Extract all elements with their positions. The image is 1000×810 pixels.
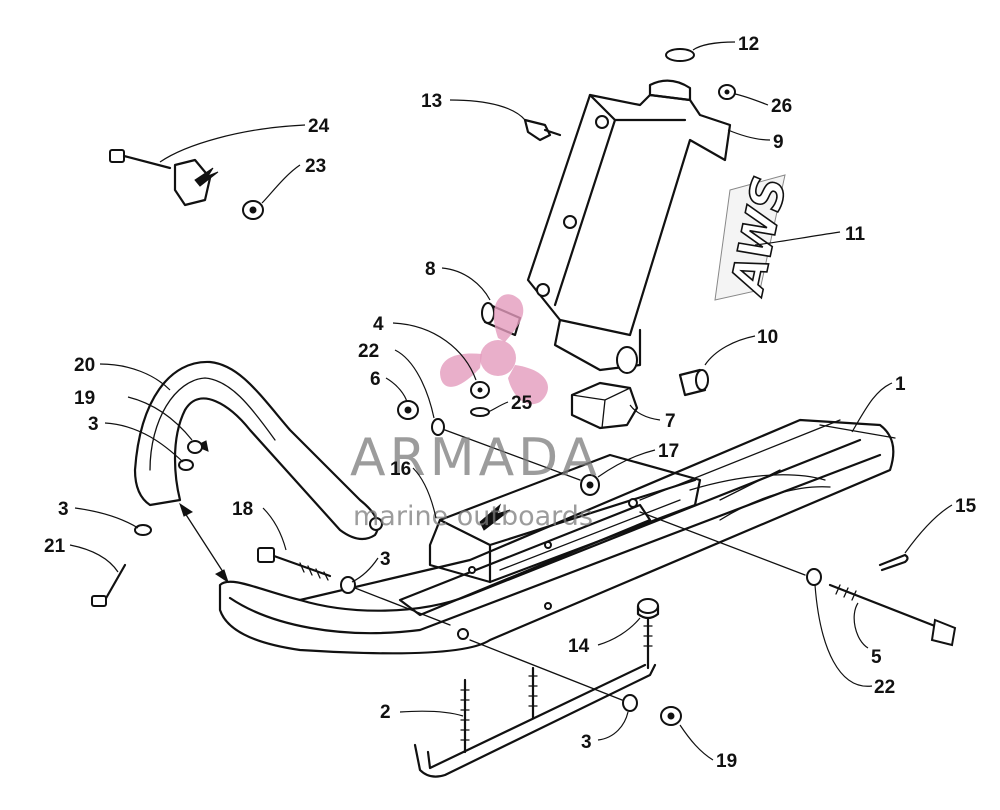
leader-lines (69, 41, 953, 761)
nut-19-bottom (660, 706, 682, 726)
callout-11: 11 (845, 224, 866, 245)
propeller-icon (440, 294, 548, 405)
callout-4: 4 (373, 314, 384, 335)
watermark-brand: ARMADA (350, 428, 601, 488)
callout-3: 3 (380, 549, 391, 570)
callout-14: 14 (568, 636, 590, 657)
locknut-23 (242, 200, 264, 220)
watermark-tagline: marine outboards (353, 501, 593, 532)
cap (665, 48, 695, 62)
ski-body (218, 418, 896, 655)
grease-fitting (523, 118, 562, 142)
bumper-block (570, 381, 639, 430)
callout-8: 8 (425, 259, 436, 280)
callout-26: 26 (771, 96, 792, 117)
callout-16: 16 (390, 459, 411, 480)
washer-3-bottom (622, 694, 638, 712)
ski-loop-bolt (109, 149, 219, 207)
callout-19: 19 (74, 388, 95, 409)
callout-3: 3 (581, 732, 592, 753)
washer-22-upper (431, 418, 445, 436)
callout-17: 17 (658, 441, 679, 462)
nut-4 (470, 381, 490, 399)
callout-18: 18 (232, 499, 253, 520)
callout-1: 1 (895, 374, 906, 395)
callout-22: 22 (874, 677, 895, 698)
washer-25 (470, 407, 490, 417)
callout-9: 9 (773, 132, 784, 153)
bolt-21 (91, 563, 127, 607)
nut-19-upper (187, 440, 203, 454)
callout-15: 15 (955, 496, 977, 517)
spacer-14 (636, 598, 660, 620)
callout-10: 10 (757, 327, 778, 348)
callout-24: 24 (308, 116, 330, 137)
watermark: ARMADA marine outboards (350, 294, 601, 532)
washer-3-mid (340, 576, 356, 594)
callout-19: 19 (716, 751, 737, 772)
wear-bar (413, 616, 657, 778)
shock-absorber (526, 79, 732, 374)
callout-12: 12 (738, 34, 759, 55)
callout-labels: 1 2 3 3 3 3 4 5 6 7 8 9 10 11 12 13 14 1… (44, 34, 977, 772)
callout-25: 25 (511, 393, 533, 414)
callout-22: 22 (358, 341, 379, 362)
bushing-right (678, 368, 709, 397)
callout-3: 3 (58, 499, 69, 520)
callout-21: 21 (44, 536, 66, 557)
callout-20: 20 (74, 355, 95, 376)
washer-22-lower (806, 568, 822, 586)
assembly-arrow (179, 502, 229, 584)
callout-7: 7 (665, 411, 676, 432)
bolt-18 (257, 547, 332, 581)
aws-decal: AWS (714, 171, 798, 301)
callout-5: 5 (871, 647, 882, 668)
bolt-5 (828, 583, 957, 647)
washer-3-lower (134, 524, 152, 536)
callout-23: 23 (305, 156, 326, 177)
nut-6 (397, 400, 419, 420)
washer-3-upper (178, 459, 194, 471)
callout-2: 2 (380, 702, 391, 723)
callout-13: 13 (421, 91, 442, 112)
callout-6: 6 (370, 369, 381, 390)
ski-loop (133, 360, 383, 541)
callout-3: 3 (88, 414, 99, 435)
cotter-pin-15 (878, 553, 909, 572)
bushing-17 (580, 474, 600, 496)
nut-top (718, 84, 736, 100)
saddle-bracket (428, 453, 702, 584)
